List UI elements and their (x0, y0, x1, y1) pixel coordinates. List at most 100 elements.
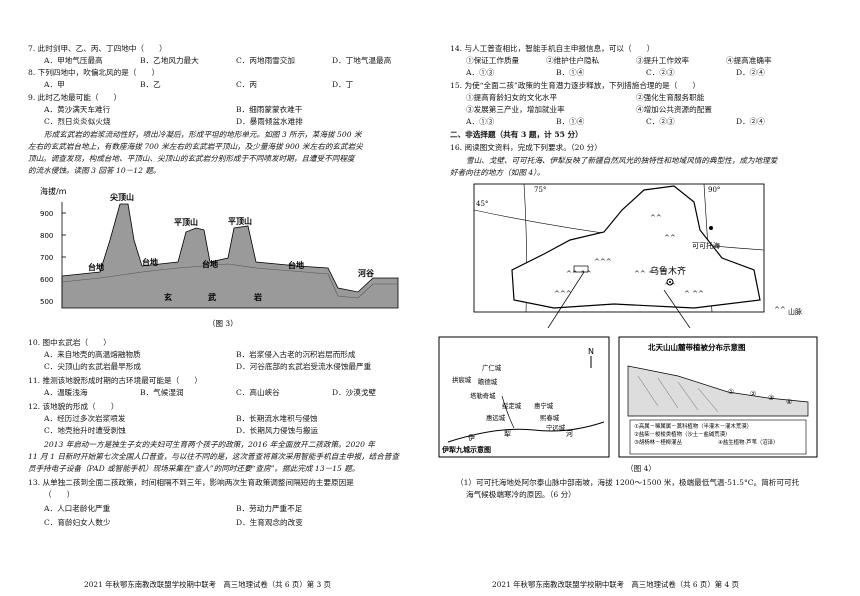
q14-item-2: ②维护住户隐私 (546, 56, 600, 65)
fig3-label-peak: 尖顶山 (110, 192, 134, 202)
q8-option-b: B．乙 (140, 80, 161, 89)
inset2-mark-2: ② (750, 390, 756, 398)
q16-text-2: 好者向往的地方（如图 4）。 (450, 168, 545, 177)
svg-text:^^ ^: ^^ ^ (634, 270, 654, 278)
inset2-title: 北天山山麓带植被分布示意图 (648, 342, 746, 352)
passage-1-line-4: 的流水侵蚀。读图 3 回答 10－12 题。 (28, 166, 161, 175)
fig3-ytick-600: 600 (40, 276, 53, 284)
q12-option-c: C．地壳抬升时遭受剥蚀 (44, 426, 126, 435)
inset1-river-2: 犁 (504, 429, 511, 438)
q8-stem: 8. 下列四地中，吹偏北风的是（ ） (28, 68, 160, 77)
inset1-city-6: 惠远城 (486, 413, 506, 422)
fig3-label-tai-4: 台地 (288, 260, 304, 270)
svg-text:^^: ^^ (664, 234, 676, 242)
inset1-city-9: 宁远城 (546, 423, 566, 432)
inset1-city-7: 惠宁城 (534, 401, 554, 410)
q7-option-c: C．丙地雨雪交加 (236, 56, 295, 65)
fig3-label-tai-1: 台地 (88, 262, 104, 272)
q15-item-4: ④增加公共资源的配置 (636, 105, 712, 114)
passage-2-line-3: 员手持电子设备（PAD 或智能手机）现场采集在“查人”的同时还要“查房”。据此完… (28, 464, 360, 473)
q10-option-a: A．来自地壳的高温熔融物质 (44, 350, 141, 359)
q12-option-a: A．经历过多次岩浆喷发 (44, 414, 126, 423)
q7-stem: 7. 此时剑甲、乙、丙、丁四地中（ ） (28, 44, 167, 53)
q14-option-a: A．①③ (466, 68, 495, 77)
q8-option-c: C．丙 (236, 80, 257, 89)
q8-option-d: D．丁 (332, 80, 354, 89)
q12-option-b: B．长期流水堆积与侵蚀 (236, 414, 318, 423)
passage-1-line-2: 左右的玄武岩台地上，有数座海拔 700 米左右的玄武岩平顶山，及少量海拔 900… (28, 142, 363, 151)
inset1-title: 伊犁九城示意图 (441, 445, 491, 454)
fig3-caption: （图 3） (208, 319, 238, 328)
passage-2-line-1: 2013 年启动一方是独生子女的夫妇可生育两个孩子的政策，2016 年全面放开二… (44, 440, 375, 449)
q11-stem: 11. 推测该地貌形成时期的古环境最可能是（ ） (28, 376, 202, 385)
inset1-city-4: 塔勒奇城 (470, 391, 496, 400)
figure-3-profile: 海拔/m 900 800 700 600 500 尖顶山 平顶山 平顶山 台地 … (40, 186, 399, 328)
inset2-legend-3: ③胡杨林－柽柳灌丛 (634, 438, 683, 446)
figure-4-xinjiang-map: 45° 75° 90° ^^ ^^^^^ ^^ ^^^ ^^^^ ^^ ^^^^… (473, 183, 802, 329)
inset2-mark-1: ① (728, 388, 734, 396)
q11-option-b: B．气候湿润 (140, 388, 184, 397)
q10-option-b: B．岩浆侵入古老的沉积岩层而形成 (236, 350, 356, 359)
fig3-label-tai-2: 台地 (142, 257, 158, 267)
fig4-caption: （图 4） (626, 464, 657, 473)
map-urumqi: 乌鲁木齐 (650, 265, 686, 277)
q13-option-a: A．人口老龄化严重 (44, 504, 111, 513)
q14-item-4: ④提高准确率 (726, 56, 772, 65)
q15-item-3: ③发展第三产业，增加就业率 (466, 105, 565, 114)
passage-1-line-3: 顶山。调查发现，构成台地、平顶山、尖顶山的玄武岩分别形成于不同喷发时期，且遭受不… (28, 154, 355, 163)
fig3-label-rock-2: 武 (208, 292, 216, 302)
svg-text:^^ ^^: ^^ ^^ (566, 270, 592, 278)
q16-1-line-2: 海气候极端寒冷的原因。（6 分） (466, 490, 576, 499)
q11-option-d: D．沙漠戈壁 (332, 388, 377, 397)
q14-option-c: C．②③ (646, 68, 675, 77)
q11-option-c: C．高山峡谷 (236, 388, 280, 397)
map-keketuohai: 可可托海 (692, 241, 720, 250)
footer-page-4: 2021 年秋鄂东南教改联盟学校期中联考 高三地理试卷（共 6 页）第 4 页 (492, 580, 739, 589)
q14-option-d: D．②④ (736, 68, 765, 77)
q10-option-c: C．尖顶山的玄武岩最早形成 (44, 362, 141, 371)
q12-stem: 12. 该地貌的形成（ ） (28, 402, 119, 411)
q13-option-d: D．生育观念的改变 (236, 518, 303, 527)
fig3-label-tai-3: 台地 (202, 259, 218, 269)
page-4: 14. 与人工普查相比，智能手机自主申报信息，可以（ ） ①保证工作质量 ②维护… (430, 0, 860, 596)
page-3: 7. 此时剑甲、乙、丙、丁四地中（ ） A．甲地气压最高 B．乙地风力最大 C．… (28, 44, 399, 589)
inset1-city-1: 广仁城 (482, 363, 502, 372)
fig3-ytick-900: 900 (40, 210, 53, 218)
q10-stem: 10. 图中玄武岩（ ） (28, 338, 111, 347)
fig3-label-rock-3: 岩 (253, 292, 262, 302)
q8-option-a: A．甲 (44, 80, 65, 89)
fig3-ytick-500: 500 (40, 298, 53, 306)
q12-option-d: D．长期风力侵蚀与搬运 (236, 426, 319, 435)
q15-item-1: ①提高育龄妇女的文化水平 (466, 93, 558, 102)
q15-item-2: ②强化生育服务职能 (636, 93, 705, 102)
inset1-city-5: 绥定城 (502, 401, 522, 410)
inset-yili-map: N 广仁城 瞻德城 拱宸城 塔勒奇城 绥定城 惠远城 惠宁城 熙春城 宁远城 伊… (438, 336, 610, 458)
svg-text:^^^: ^^^ (594, 258, 612, 266)
svg-text:^^: ^^ (664, 282, 676, 290)
svg-text:^^: ^^ (774, 306, 786, 314)
fig3-ylabel: 海拔/m (40, 186, 67, 196)
footer-page-3: 2021 年秋鄂东南教改联盟学校期中联考 高三地理试卷（共 6 页）第 3 页 (84, 580, 331, 589)
q15-option-c: C．②③ (646, 117, 675, 126)
q14-stem: 14. 与人工普查相比，智能手机自主申报信息，可以（ ） (450, 44, 655, 53)
svg-text:^ ^^: ^ ^^ (684, 290, 704, 298)
inset1-city-2: 瞻德城 (478, 377, 498, 386)
q9-option-c: C．烈日炎炎似火烧 (44, 117, 111, 126)
q11-option-a: A．温暖浅海 (44, 388, 88, 397)
inset1-north: N (588, 347, 594, 356)
fig3-label-rock-1: 玄 (164, 292, 172, 302)
fig3-label-flat-2: 平顶山 (228, 216, 252, 226)
q7-option-d: D．丁地气温最高 (332, 56, 392, 65)
inset1-city-3: 拱宸城 (452, 375, 472, 384)
q15-option-b: B．①④ (556, 117, 585, 126)
q15-stem: 15. 为使“全面二孩”政策的生育潜力逐步释放，下列措施合理的是（ ） (450, 81, 701, 90)
q13-stem: 13. 从单独二孩到全面二孩政策，时间相隔不到三年，影响两次生育政策调整间隔短的… (28, 478, 354, 487)
q10-option-d: D．河谷底部的玄武岩受流水侵蚀最严重 (236, 362, 372, 371)
q13-option-c: C．育龄妇女人数少 (44, 518, 111, 527)
inset1-city-8: 熙春城 (540, 413, 560, 422)
q14-item-3: ③提升工作效率 (636, 56, 690, 65)
passage-1-line-1: 形成玄武岩的岩浆流动性好，喷出冷凝后，形成平坦的地形单元。如图 3 所示，某海拔… (44, 130, 362, 139)
q16-stem: 16. 阅读图文资料，完成下列要求。（20 分） (450, 143, 602, 152)
q15-option-d: D．②④ (736, 117, 765, 126)
inset2-mark-4: ④ (786, 398, 792, 406)
